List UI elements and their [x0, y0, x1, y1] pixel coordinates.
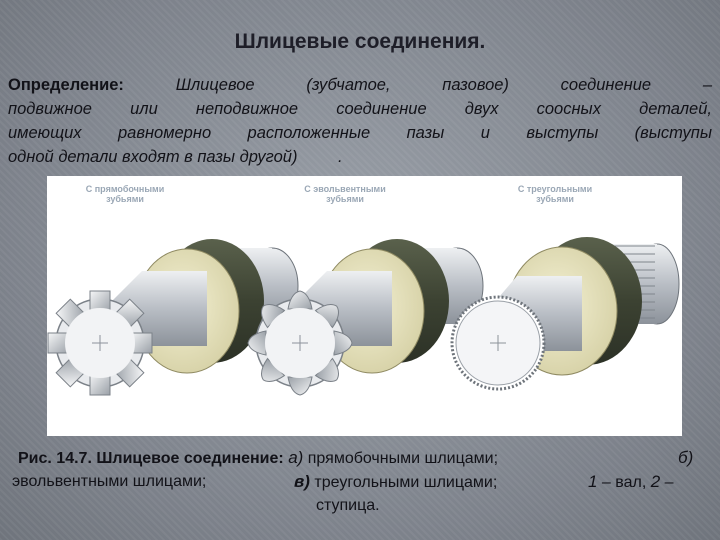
definition-line-2: подвижное или неподвижное соединение дву… [8, 100, 712, 118]
triangular-spline-assembly [450, 237, 680, 391]
straight-spline-assembly [47, 239, 299, 396]
definition-line-4-text: одной детали входят в пазы другой) [8, 148, 298, 166]
definition-block: Определение: Шлицевое (зубчатое, пазовое… [8, 73, 712, 169]
figure-label-triangular-line2: зубьями [536, 194, 574, 204]
definition-period: . [338, 148, 343, 166]
caption-n2-text: – [664, 474, 674, 491]
caption-text-c: треугольными шлицами; [314, 474, 498, 491]
shaft-1-end-straight [47, 290, 153, 396]
caption-text-b: эвольвентными шлицами; [12, 473, 207, 490]
definition-word-4: соединение [560, 76, 652, 94]
involute-spline-assembly [247, 239, 484, 396]
spline-illustration [47, 237, 680, 396]
caption-line-1: Рис. 14.7. Шлицевое соединение: а) прямо… [18, 446, 498, 470]
figure-label-involute: С эвольвентными зубьями [285, 184, 405, 204]
caption-n1: 1 [588, 472, 598, 491]
caption-mark-a: а) [288, 448, 304, 467]
caption-mark-b: б) [678, 448, 694, 467]
caption-n1-text: – вал, [601, 474, 647, 491]
figure-label-straight: С прямобочными зубьями [65, 184, 185, 204]
definition-dash: – [702, 76, 713, 94]
slide-title: Шлицевые соединения. [234, 30, 486, 53]
figure-label-straight-line2: зубьями [106, 194, 144, 204]
caption-tail: ступица. [316, 497, 380, 514]
definition-word-1: Шлицевое [175, 76, 255, 94]
caption-line-2-c: в) треугольными шлицами; [294, 470, 497, 494]
shaft-2-end-involute [247, 290, 353, 396]
definition-word-3: пазовое) [442, 76, 509, 94]
caption-prefix: Рис. 14.7. Шлицевое соединение: [18, 450, 284, 467]
caption-n2: 2 [650, 472, 661, 491]
caption-line-2: эвольвентными шлицами; [12, 470, 206, 493]
caption-line-3: ступица. [316, 494, 380, 517]
definition-label: Определение: [8, 76, 124, 94]
figure-label-triangular-line1: С треугольными [517, 184, 593, 194]
caption-legend: 1 – вал, 2 – [588, 470, 674, 494]
caption-mark-c: в) [294, 472, 310, 491]
figure-label-straight-line1: С прямобочными [85, 184, 165, 194]
figure-label-involute-line2: зубьями [326, 194, 364, 204]
figure-label-involute-line1: С эвольвентными [304, 184, 386, 194]
definition-line-3: имеющих равномерно расположенные пазы и … [8, 124, 712, 142]
definition-line-4: одной детали входят в пазы другой) . [8, 145, 712, 169]
caption-mark-b-wrap: б) [678, 446, 693, 470]
definition-word-2: (зубчатое, [306, 76, 391, 94]
figure-label-triangular: С треугольными зубьями [495, 184, 615, 204]
definition-line-1: Определение: Шлицевое (зубчатое, пазовое… [8, 73, 712, 97]
shaft-3-end-triangular [450, 295, 546, 391]
caption-text-a: прямобочными шлицами; [307, 450, 499, 467]
figure-panel: С прямобочными зубьями С эвольвентными з… [47, 176, 682, 436]
